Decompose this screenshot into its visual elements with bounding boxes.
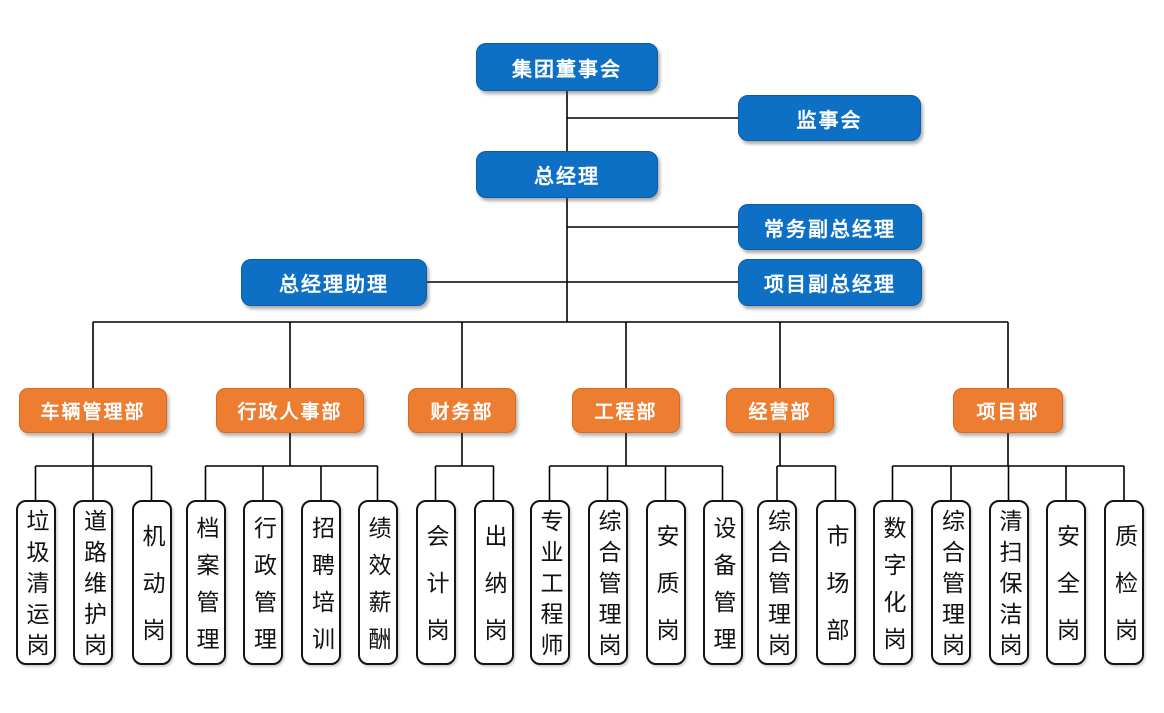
position-label: 档案管理 xyxy=(193,515,219,664)
position-node-digitalization: 数字化岗 xyxy=(872,500,913,665)
node-board-of-directors: 集团董事会 xyxy=(476,43,658,91)
position-node-cashier: 出纳岗 xyxy=(473,500,514,665)
position-label: 会计岗 xyxy=(423,524,449,665)
position-node-mobile: 机动岗 xyxy=(131,500,172,665)
position-node-general-mgmt-proj: 综合管理岗 xyxy=(931,500,971,665)
position-label: 垃圾清运岗 xyxy=(23,509,49,664)
dept-node-project: 项目部 xyxy=(953,388,1063,433)
position-label: 招聘培训 xyxy=(308,515,335,664)
node-executive-deputy-gm: 常务副总经理 xyxy=(738,204,922,250)
node-gm-assistant: 总经理助理 xyxy=(241,259,427,306)
dept-node-vehicle-management: 车辆管理部 xyxy=(19,388,167,433)
position-label: 行政管理 xyxy=(250,515,277,664)
dept-node-operations: 经营部 xyxy=(726,388,834,433)
position-label: 综合管理岗 xyxy=(764,509,791,664)
position-node-safety: 安全岗 xyxy=(1046,500,1086,665)
position-label: 出纳岗 xyxy=(481,524,507,665)
position-label: 专业工程师 xyxy=(537,509,563,664)
position-node-performance-pay: 绩效薪酬 xyxy=(357,500,398,665)
position-label: 清扫保洁岗 xyxy=(996,509,1022,664)
position-label: 设备管理 xyxy=(710,515,736,664)
position-node-general-mgmt-eng: 综合管理岗 xyxy=(587,500,628,665)
position-node-professional-engineer: 专业工程师 xyxy=(529,500,570,665)
position-node-quality-check: 质检岗 xyxy=(1104,500,1144,665)
position-node-archives: 档案管理 xyxy=(185,500,226,665)
position-node-admin: 行政管理 xyxy=(243,500,283,665)
position-node-road-maintenance: 道路维护岗 xyxy=(73,500,113,665)
position-label: 综合管理岗 xyxy=(595,509,621,664)
position-node-cleaning: 清扫保洁岗 xyxy=(988,500,1029,665)
position-node-general-mgmt-ops: 综合管理岗 xyxy=(757,500,797,665)
position-node-market: 市场部 xyxy=(815,500,856,665)
node-project-deputy-gm: 项目副总经理 xyxy=(738,259,922,306)
position-label: 安质岗 xyxy=(653,524,679,665)
position-label: 市场部 xyxy=(823,524,849,665)
dept-node-engineering: 工程部 xyxy=(572,388,680,433)
position-label: 绩效薪酬 xyxy=(365,515,391,664)
dept-node-admin-hr: 行政人事部 xyxy=(216,388,364,433)
node-supervisory-board: 监事会 xyxy=(738,95,921,141)
position-node-garbage-collection: 垃圾清运岗 xyxy=(15,500,56,665)
position-node-equipment-mgmt: 设备管理 xyxy=(702,500,743,665)
position-label: 道路维护岗 xyxy=(80,509,107,664)
position-label: 机动岗 xyxy=(139,524,165,665)
position-label: 综合管理岗 xyxy=(938,509,965,664)
position-node-accounting: 会计岗 xyxy=(415,500,456,665)
position-label: 数字化岗 xyxy=(880,515,906,664)
position-label: 安全岗 xyxy=(1053,524,1080,665)
position-node-safety-quality: 安质岗 xyxy=(645,500,686,665)
position-node-recruit-training: 招聘培训 xyxy=(301,500,341,665)
position-label: 质检岗 xyxy=(1111,524,1138,665)
dept-node-finance: 财务部 xyxy=(408,388,516,433)
node-general-manager: 总经理 xyxy=(476,151,658,198)
